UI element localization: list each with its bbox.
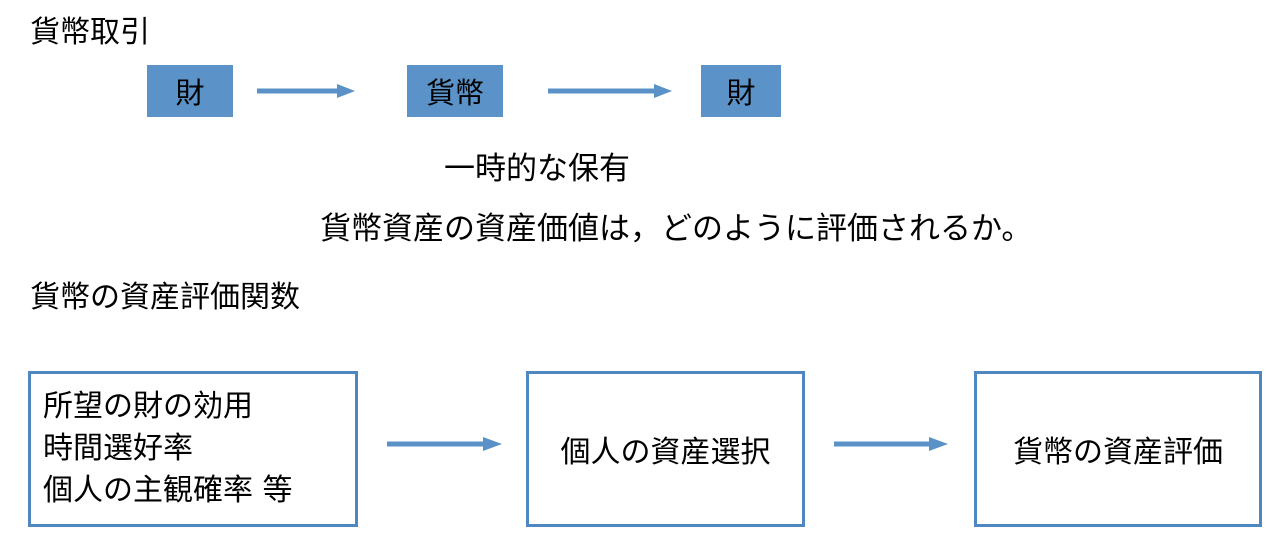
asset-choice-box: 個人の資産選択 — [526, 371, 805, 527]
flow-box-money: 貨幣 — [407, 65, 503, 117]
flow-box-goods-2-label: 財 — [726, 76, 756, 110]
money-valuation-label: 貨幣の資産評価 — [1013, 435, 1223, 470]
flow-box-money-label: 貨幣 — [425, 76, 484, 110]
section2-title: 貨幣の資産評価関数 — [30, 280, 300, 315]
temporary-holding-caption: 一時的な保有 — [444, 151, 630, 187]
flow-box-goods-2: 財 — [701, 65, 781, 117]
input-factor-time-preference: 時間選好率 — [43, 431, 193, 466]
flow-box-goods-1-label: 財 — [175, 76, 205, 110]
input-factor-subjective-probability: 個人の主観確率 等 — [43, 473, 293, 508]
input-factor-utility: 所望の財の効用 — [43, 389, 253, 424]
arrow-money-to-goods-head — [654, 84, 672, 98]
asset-choice-label: 個人の資産選択 — [560, 435, 771, 470]
flow-box-goods-1: 財 — [147, 65, 233, 117]
arrow-inputs-to-choice-head — [483, 437, 502, 451]
arrow-goods-to-money-head — [337, 84, 355, 98]
money-valuation-box: 貨幣の資産評価 — [974, 371, 1262, 527]
input-factors-box: 所望の財の効用 時間選好率 個人の主観確率 等 — [28, 371, 358, 527]
valuation-question: 貨幣資産の資産価値は，どのように評価されるか。 — [320, 211, 1033, 247]
arrow-choice-to-valuation-head — [929, 437, 948, 451]
section1-title: 貨幣取引 — [30, 15, 150, 50]
